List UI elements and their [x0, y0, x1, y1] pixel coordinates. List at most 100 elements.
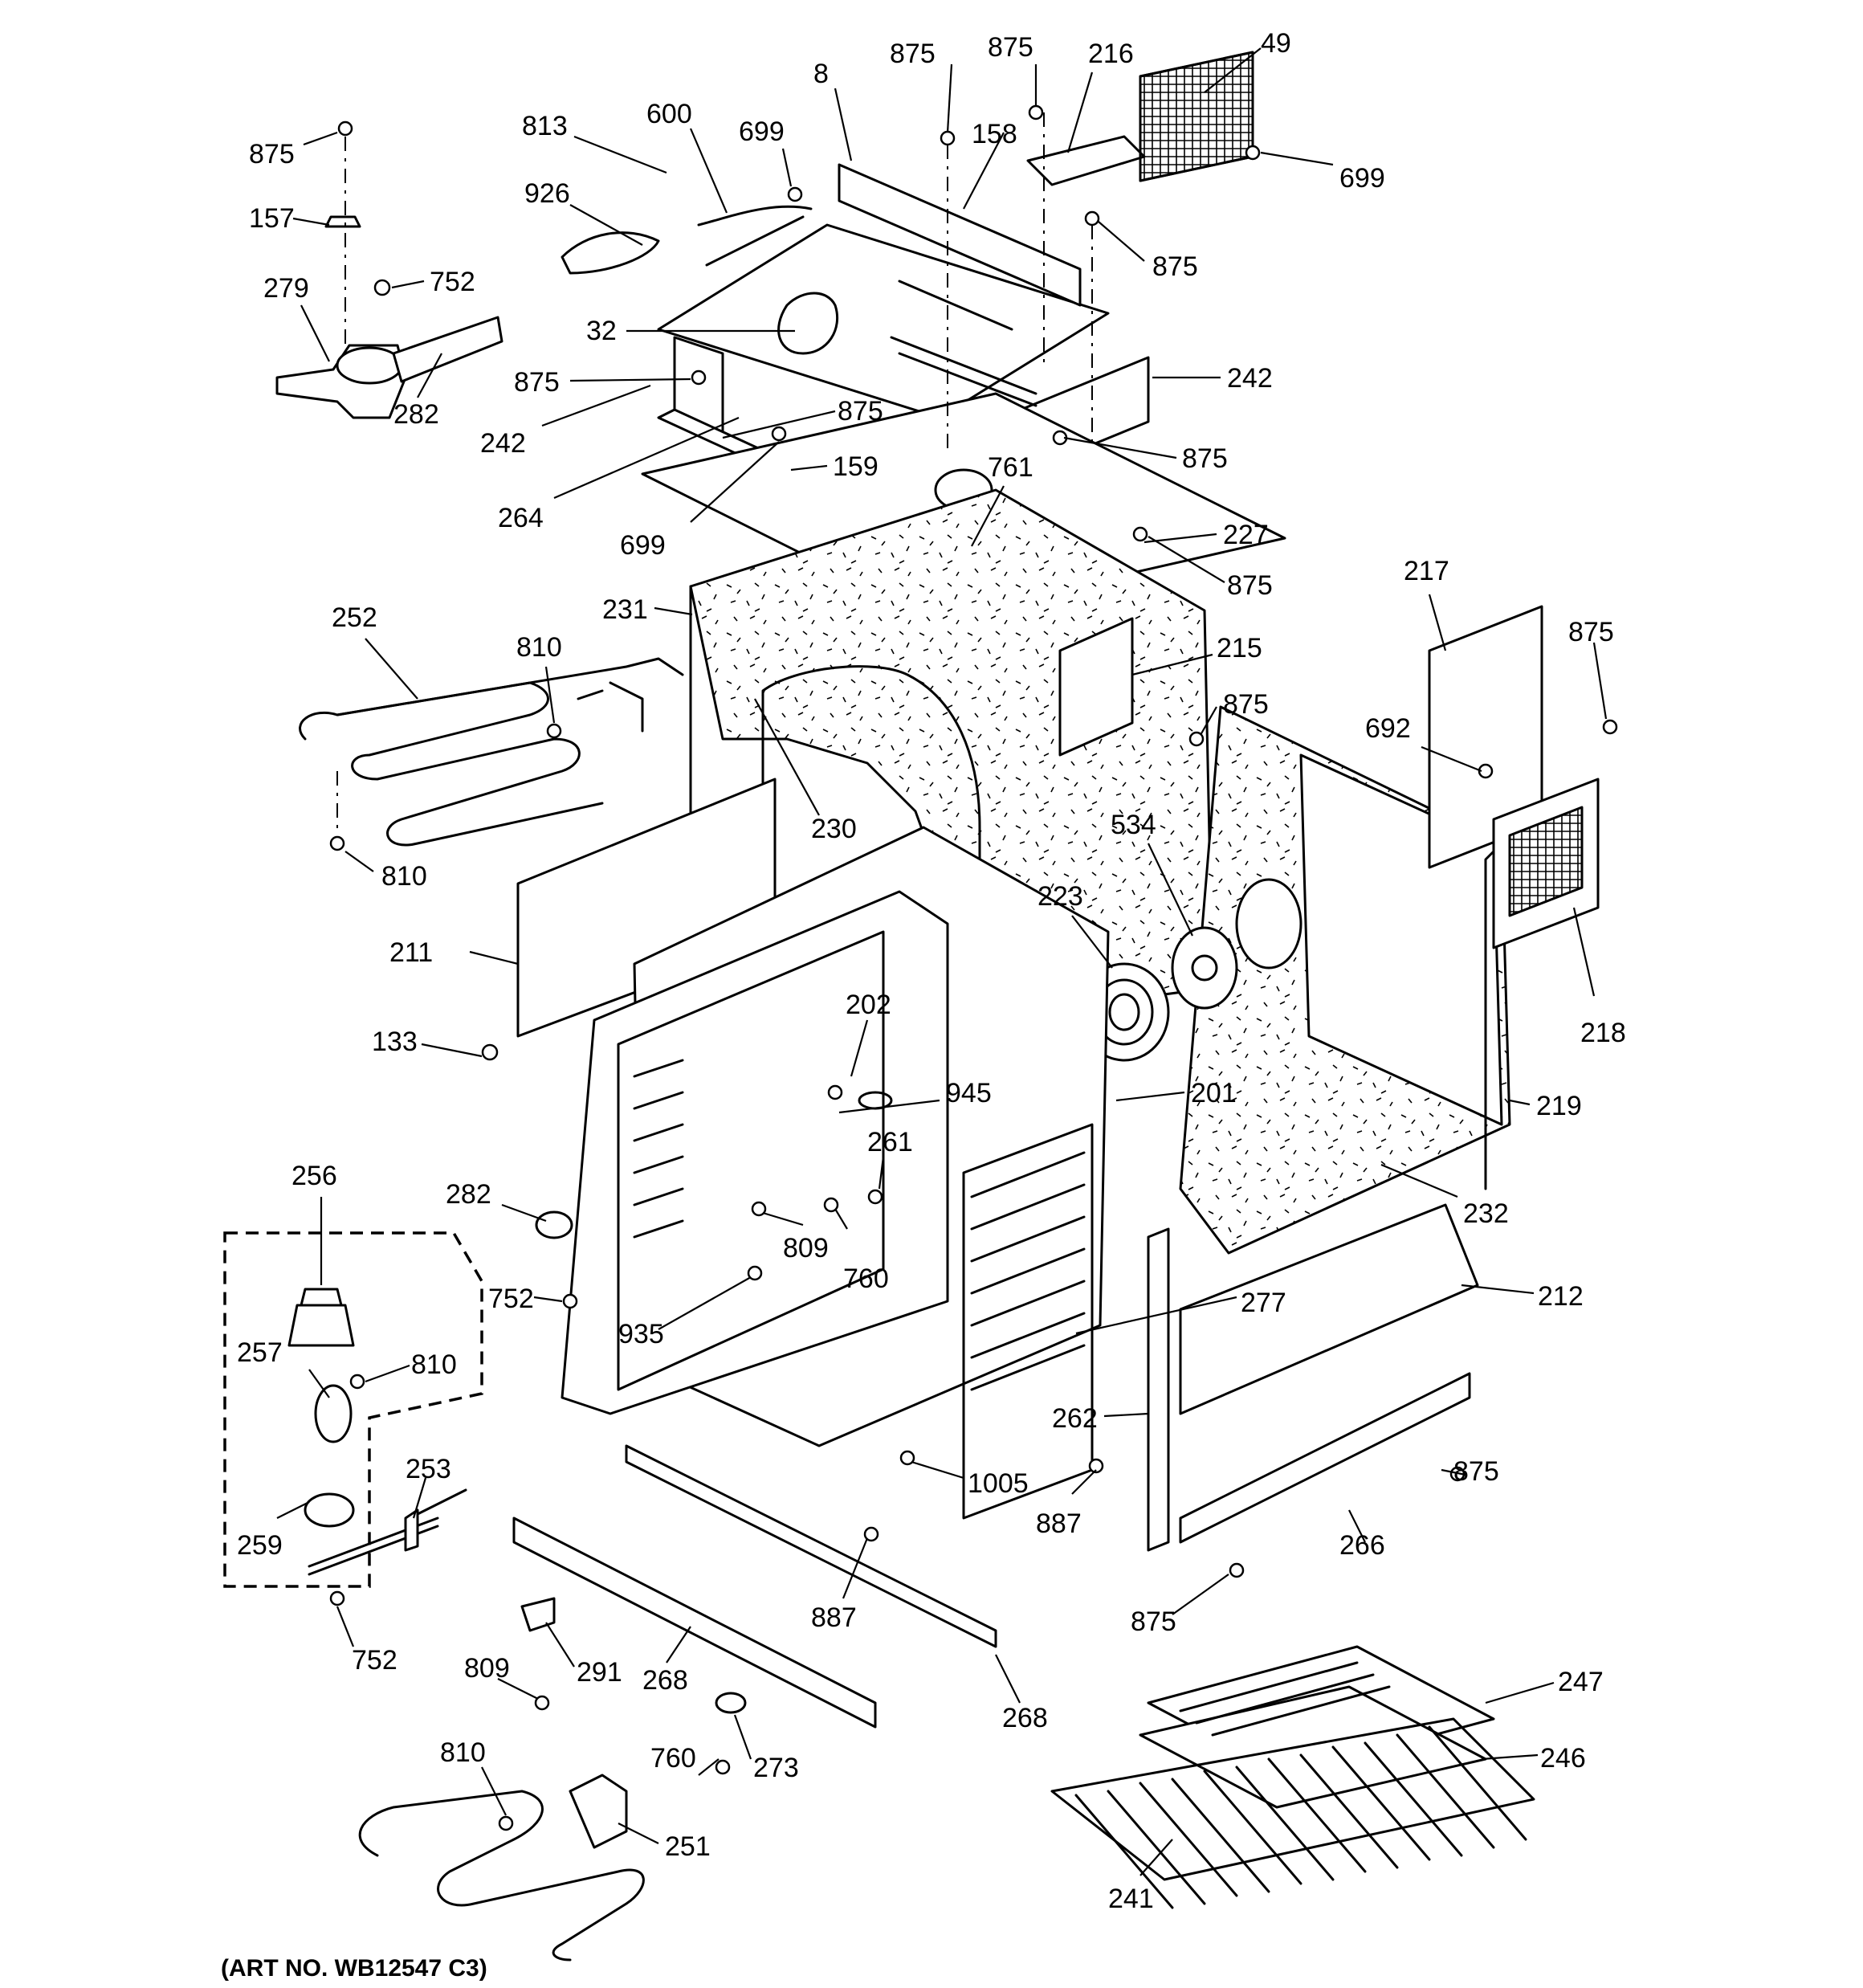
- callout-699: 699: [620, 530, 666, 561]
- callout-752: 752: [352, 1645, 397, 1676]
- callout-810: 810: [381, 861, 427, 892]
- callout-217: 217: [1404, 556, 1449, 586]
- callout-231: 231: [602, 594, 648, 625]
- callout-242: 242: [1227, 363, 1273, 394]
- callout-49: 49: [1261, 28, 1291, 59]
- callout-752: 752: [430, 267, 475, 297]
- callout-875: 875: [1568, 617, 1614, 647]
- callout-875: 875: [249, 139, 295, 169]
- callout-266: 266: [1339, 1530, 1385, 1561]
- callout-887: 887: [1036, 1508, 1082, 1539]
- art-number: (ART NO. WB12547 C3): [221, 1955, 487, 1982]
- callout-32: 32: [586, 316, 617, 346]
- callout-875: 875: [1227, 570, 1273, 601]
- callout-246: 246: [1540, 1743, 1586, 1774]
- panel-215: [1058, 617, 1134, 757]
- callout-247: 247: [1558, 1667, 1604, 1697]
- callout-241: 241: [1108, 1884, 1154, 1914]
- callout-264: 264: [498, 503, 544, 533]
- callout-534: 534: [1111, 810, 1156, 840]
- callout-202: 202: [846, 990, 891, 1020]
- side-panels: [1428, 605, 1600, 949]
- callout-810: 810: [440, 1737, 486, 1768]
- callout-282: 282: [446, 1179, 491, 1210]
- callout-159: 159: [833, 451, 879, 482]
- callout-809: 809: [783, 1233, 829, 1263]
- callout-761: 761: [988, 452, 1033, 483]
- callout-257: 257: [237, 1337, 283, 1368]
- callout-875: 875: [838, 396, 883, 427]
- callout-158: 158: [972, 119, 1017, 149]
- callout-253: 253: [406, 1454, 451, 1484]
- callout-251: 251: [665, 1831, 711, 1862]
- callout-230: 230: [811, 814, 857, 844]
- callout-282: 282: [393, 399, 439, 430]
- loose-fasteners: [481, 719, 1618, 1775]
- callout-256: 256: [291, 1161, 337, 1191]
- callout-232: 232: [1463, 1198, 1509, 1229]
- callout-752: 752: [488, 1284, 534, 1314]
- rear-panel-assembly: [1179, 705, 1511, 1255]
- callout-875: 875: [1453, 1456, 1499, 1487]
- fan-motor-assembly: [275, 120, 503, 419]
- callout-8: 8: [813, 59, 829, 89]
- callout-212: 212: [1538, 1281, 1584, 1312]
- broil-element: [299, 657, 684, 851]
- callout-291: 291: [577, 1657, 622, 1688]
- broiler-pan: [1139, 1645, 1495, 1809]
- callout-223: 223: [1037, 881, 1083, 912]
- callout-259: 259: [237, 1530, 283, 1561]
- callout-945: 945: [946, 1078, 992, 1108]
- oven-cavity: [561, 826, 1110, 1520]
- callout-279: 279: [263, 273, 309, 304]
- callout-875: 875: [988, 32, 1033, 63]
- callout-699: 699: [1339, 163, 1385, 194]
- callout-268: 268: [642, 1665, 688, 1696]
- callout-810: 810: [516, 632, 562, 663]
- callout-261: 261: [867, 1127, 913, 1157]
- bottom-trim-268: [512, 1444, 997, 1729]
- callout-242: 242: [480, 428, 526, 459]
- oven-wrapper-insulation: [689, 488, 1214, 1038]
- callout-699: 699: [739, 116, 785, 147]
- callout-875: 875: [890, 39, 936, 69]
- oven-rack: [1050, 1717, 1535, 1909]
- callout-875: 875: [1182, 443, 1228, 474]
- callout-273: 273: [753, 1753, 799, 1783]
- callout-810: 810: [411, 1349, 457, 1380]
- callout-211: 211: [389, 937, 433, 968]
- callout-216: 216: [1088, 39, 1134, 69]
- temperature-sensor: [308, 1488, 467, 1606]
- callout-887: 887: [811, 1602, 857, 1633]
- callout-600: 600: [646, 99, 692, 129]
- callout-262: 262: [1052, 1403, 1098, 1434]
- callout-252: 252: [332, 602, 377, 633]
- callout-215: 215: [1217, 633, 1262, 663]
- callout-277: 277: [1241, 1288, 1286, 1318]
- callout-875: 875: [514, 367, 560, 398]
- callout-813: 813: [522, 111, 568, 141]
- callout-219: 219: [1536, 1091, 1582, 1121]
- callout-268: 268: [1002, 1703, 1048, 1733]
- callout-875: 875: [1131, 1606, 1176, 1637]
- callout-760: 760: [843, 1263, 889, 1294]
- callout-875: 875: [1152, 251, 1198, 282]
- callout-760: 760: [650, 1743, 696, 1774]
- callout-201: 201: [1191, 1078, 1237, 1108]
- callout-labels: 875 157 752 279 282 813 926 600 699 8 87…: [237, 28, 1626, 1914]
- callout-1005: 1005: [968, 1468, 1029, 1499]
- leader-lines: [276, 47, 1608, 1876]
- callout-875: 875: [1223, 689, 1269, 720]
- callout-227: 227: [1223, 520, 1269, 550]
- callout-809: 809: [464, 1653, 510, 1684]
- bake-element: [358, 1774, 645, 1961]
- callout-935: 935: [618, 1319, 664, 1349]
- callout-133: 133: [372, 1027, 418, 1057]
- callout-218: 218: [1580, 1018, 1626, 1048]
- callout-692: 692: [1365, 713, 1411, 744]
- callout-157: 157: [249, 203, 295, 234]
- oven-light-assembly: [223, 1210, 578, 1588]
- lower-frame: [1147, 1203, 1479, 1552]
- callout-926: 926: [524, 178, 570, 209]
